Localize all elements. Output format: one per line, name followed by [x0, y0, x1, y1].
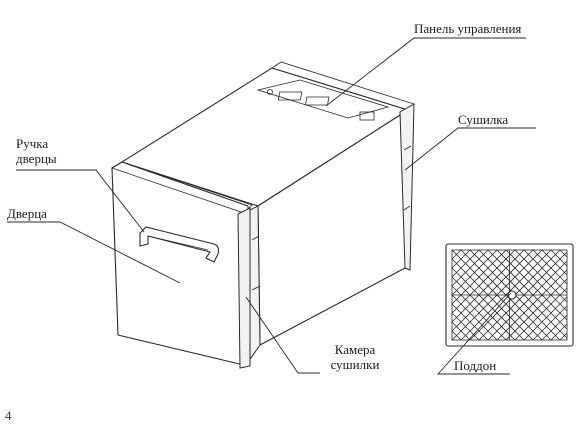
- door-front-edge: [237, 207, 251, 369]
- tray-mesh-line: [451, 249, 480, 278]
- tray-mesh-line: [451, 249, 498, 296]
- tray-mesh-line: [487, 260, 568, 341]
- control-knob: [267, 89, 273, 95]
- side-line: [251, 285, 261, 291]
- tray-mesh-line: [505, 249, 568, 312]
- tray-mesh-line: [541, 249, 568, 276]
- side-line: [403, 145, 412, 151]
- door-top-edge: [111, 161, 253, 214]
- tray-center-hub: [507, 290, 517, 300]
- tray-mesh-line: [532, 305, 568, 341]
- label-control-panel: Панель управления: [414, 21, 522, 36]
- dryer-rear-edge: [399, 103, 415, 271]
- leader-lines: [7, 37, 536, 375]
- label-dryer: Сушилка: [458, 112, 509, 127]
- tray-mesh-line: [532, 249, 568, 285]
- door-handle-inner: [147, 235, 209, 251]
- control-display: [305, 96, 330, 106]
- dryer-door: [111, 161, 253, 369]
- tray-mesh-line: [451, 249, 489, 287]
- side-line: [251, 235, 260, 241]
- control-button: [359, 111, 375, 121]
- page-number: 4: [5, 408, 12, 423]
- tray-mesh-line: [514, 249, 568, 303]
- leader-tray: [436, 292, 512, 375]
- tray-mesh-line: [451, 249, 516, 314]
- leader-dryer: [404, 127, 536, 171]
- tray-mesh-line: [478, 249, 568, 339]
- tray-mesh-line: [550, 323, 568, 341]
- tray-mesh-line: [478, 251, 568, 341]
- tray-mesh-line: [451, 249, 534, 332]
- tray-mesh-line: [451, 249, 525, 323]
- control-display: [277, 91, 303, 101]
- tray-mesh-line: [487, 249, 568, 330]
- label-drying-chamber: Камера сушилки: [330, 342, 380, 372]
- leader-control-panel: [325, 37, 526, 107]
- tray-mesh-line: [505, 278, 568, 341]
- leader-door-handle: [16, 169, 145, 233]
- tray-mesh: [451, 249, 568, 341]
- tray-mesh-line: [514, 287, 568, 341]
- tray-mesh-line: [559, 332, 568, 341]
- tray-mesh-line: [496, 269, 568, 341]
- leader-drying-chamber: [245, 296, 320, 374]
- tray-mesh-line: [451, 249, 462, 260]
- label-door-handle: Ручка дверцы: [16, 136, 57, 166]
- tray-mesh-line: [541, 314, 568, 341]
- tray-mesh-line: [559, 249, 568, 258]
- tray-mesh-line: [451, 249, 471, 269]
- side-line: [403, 205, 411, 211]
- label-door: Дверца: [7, 206, 47, 221]
- tray-mesh-line: [523, 296, 568, 341]
- dryer-body: [121, 61, 415, 364]
- control-panel-area: [256, 79, 390, 119]
- label-tray: Поддон: [454, 358, 497, 373]
- leader-door: [7, 221, 181, 284]
